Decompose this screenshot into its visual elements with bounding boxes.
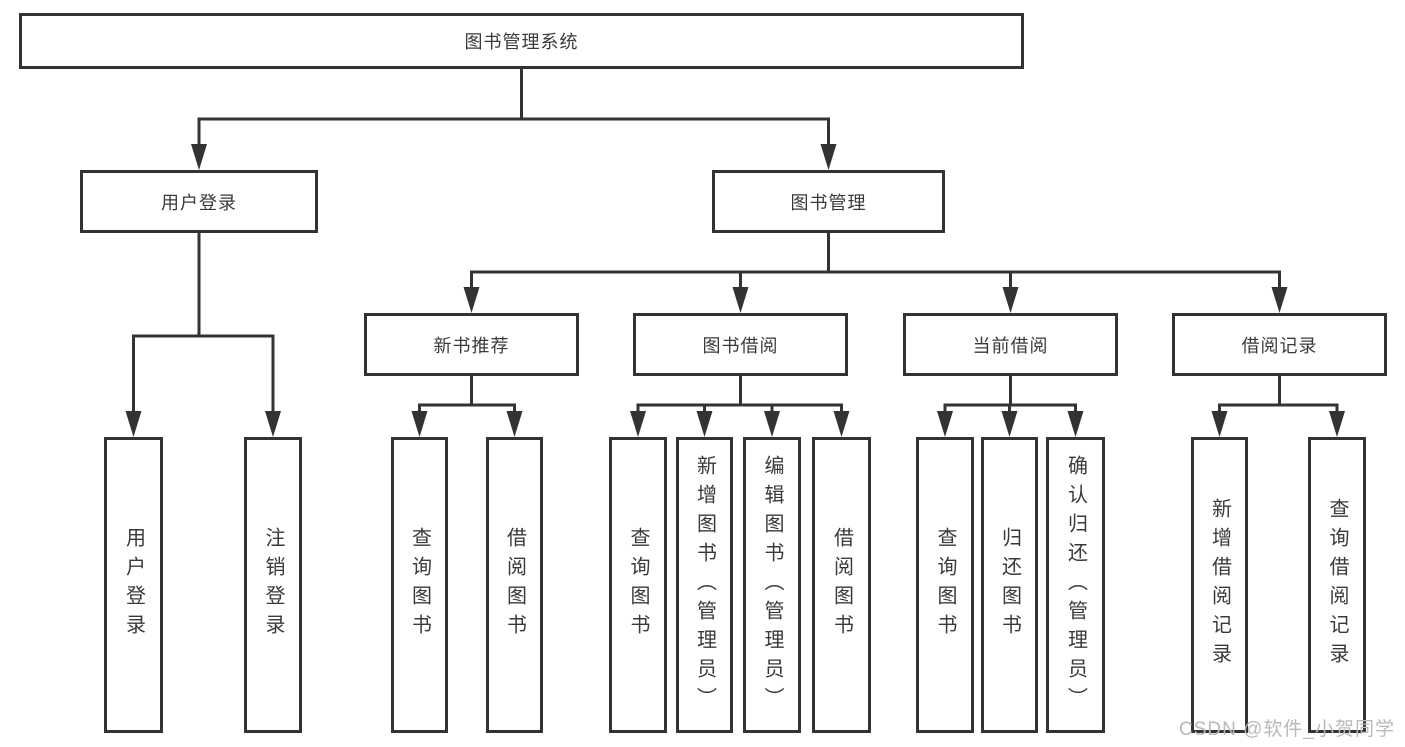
leaf-user-login: 用户登录: [104, 437, 163, 733]
node-library-management-system: 图书管理系统: [19, 13, 1024, 69]
node-borrowing-records: 借阅记录: [1172, 313, 1387, 376]
node-current-borrowing: 当前借阅: [903, 313, 1118, 376]
node-book-borrowing: 图书借阅: [633, 313, 848, 376]
leaf-query-books-recommend: 查询图书: [391, 437, 448, 733]
leaf-query-books-current: 查询图书: [916, 437, 974, 733]
node-new-book-recommend: 新书推荐: [364, 313, 579, 376]
leaf-query-books-borrowing: 查询图书: [609, 437, 667, 733]
leaf-edit-book-admin: 编辑图书（管理员）: [743, 437, 801, 733]
leaf-logout: 注销登录: [244, 437, 302, 733]
node-book-management: 图书管理: [712, 170, 945, 233]
leaf-return-books: 归还图书: [981, 437, 1038, 733]
watermark-text: CSDN @软件_小贺同学: [1179, 719, 1395, 740]
leaf-query-borrow-record: 查询借阅记录: [1308, 437, 1366, 733]
leaf-add-book-admin: 新增图书（管理员）: [676, 437, 733, 733]
leaf-borrow-books: 借阅图书: [812, 437, 871, 733]
leaf-confirm-return-admin: 确认归还（管理员）: [1046, 437, 1105, 733]
leaf-borrow-books-recommend: 借阅图书: [486, 437, 543, 733]
leaf-add-borrow-record: 新增借阅记录: [1191, 437, 1248, 733]
node-user-login: 用户登录: [80, 170, 318, 233]
